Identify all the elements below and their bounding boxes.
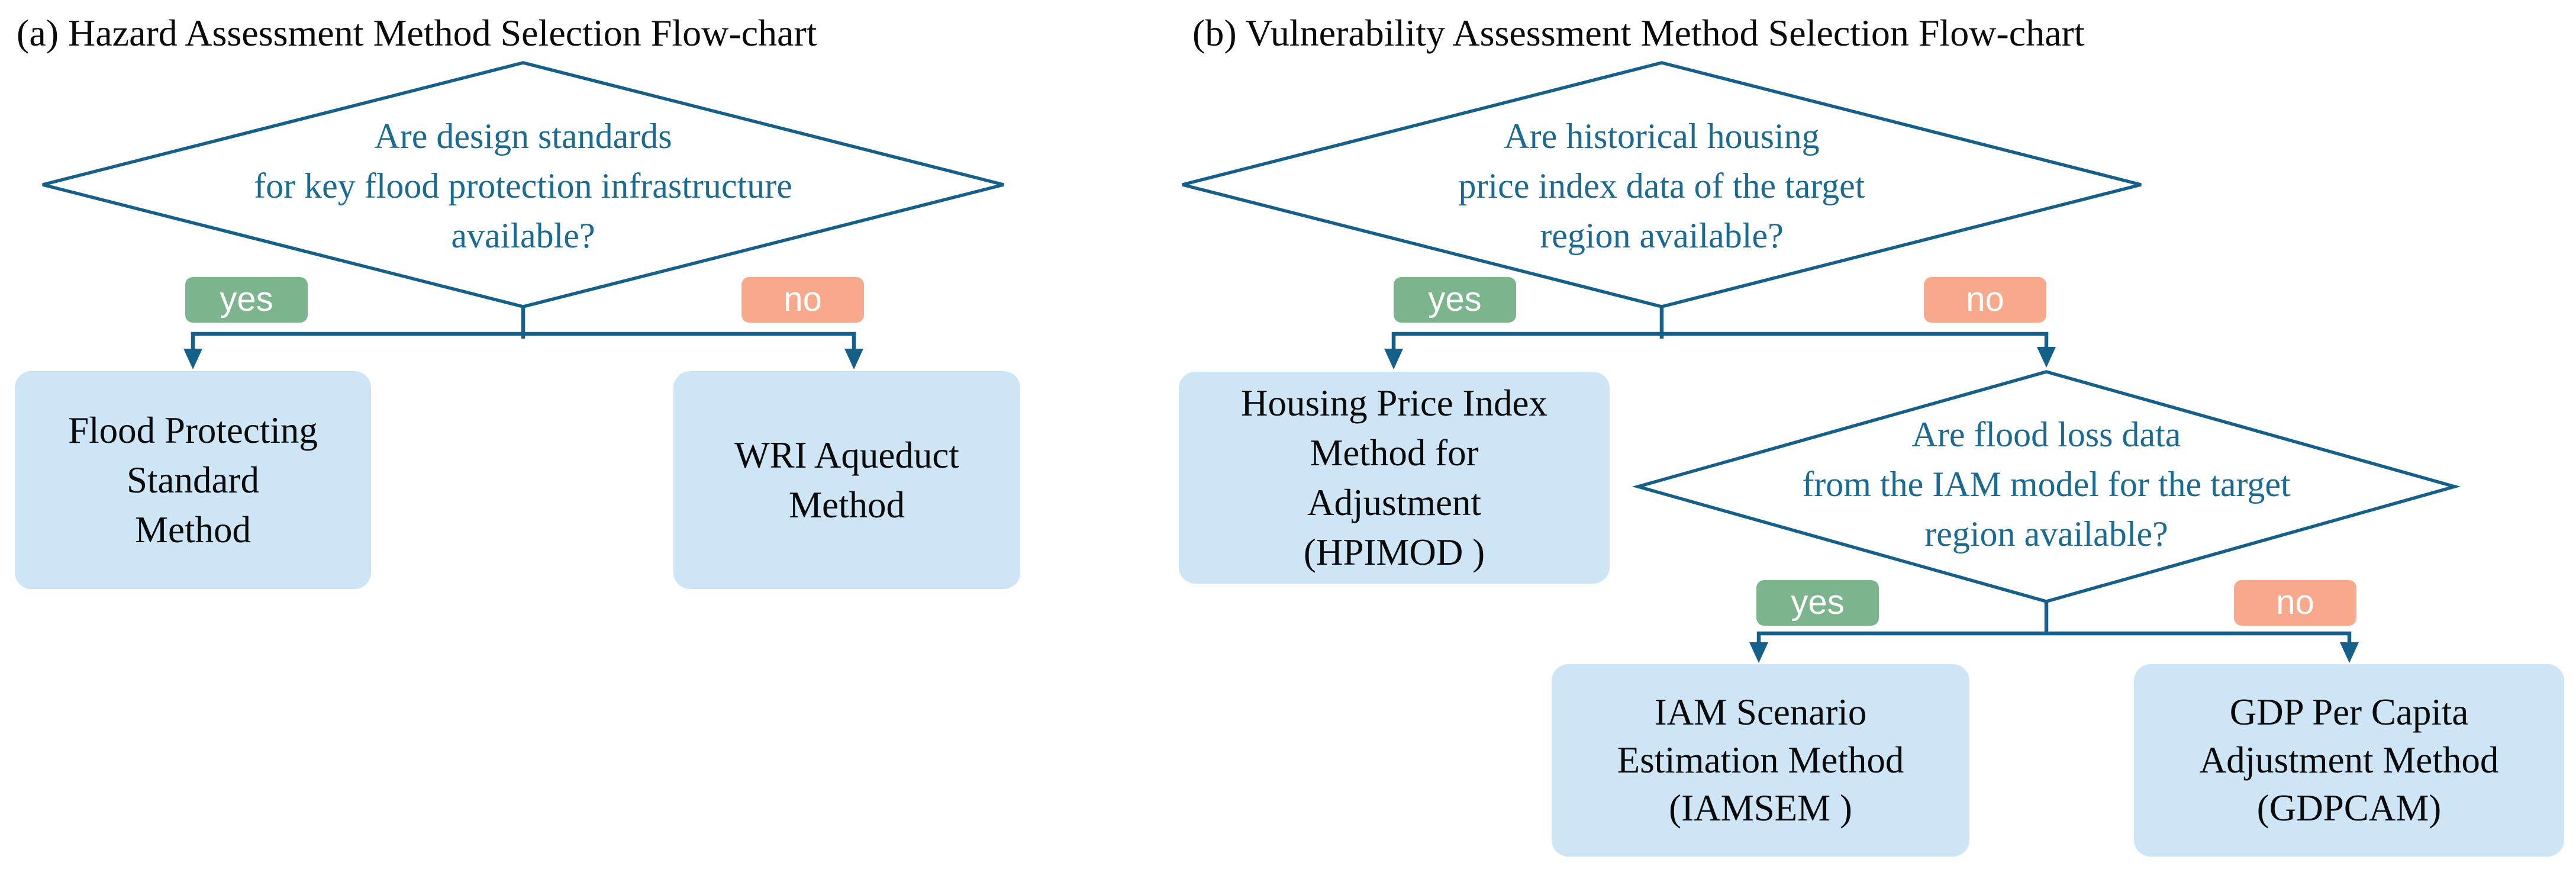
arrow-down-icon — [2037, 347, 2056, 368]
decision-b2-line: region available? — [1924, 514, 2168, 553]
no-badge-b1: no — [1924, 277, 2046, 323]
connector-b2-branches — [1756, 631, 2352, 649]
result-box-line: (HPIMOD ) — [1303, 532, 1485, 573]
result-box-gdpcam: GDP Per Capita Adjustment Method (GDPCAM… — [2134, 664, 2564, 857]
result-box-line: Adjustment Method — [2199, 739, 2499, 781]
decision-b1-line: Are historical housing — [1504, 117, 1820, 156]
result-box-line: Adjustment — [1307, 482, 1481, 523]
panel-b-title: (b) Vulnerability Assessment Method Sele… — [1192, 12, 2085, 54]
arrow-down-icon — [844, 349, 863, 369]
result-box-line: GDP Per Capita — [2229, 691, 2469, 733]
yes-badge-b1: yes — [1394, 277, 1516, 323]
decision-b1-line: price index data of the target — [1458, 166, 1865, 205]
arrow-down-icon — [2340, 642, 2359, 663]
decision-a-line: available? — [451, 216, 595, 255]
decision-b1-question: Are historical housing price index data … — [1247, 111, 2076, 260]
result-box-line: Estimation Method — [1617, 739, 1904, 781]
result-box-line: WRI Aqueduct — [734, 434, 959, 476]
decision-b2-line: Are flood loss data — [1911, 415, 2181, 454]
arrow-down-icon — [1749, 642, 1768, 663]
result-box-line: (GDPCAM) — [2256, 787, 2442, 829]
yes-badge-a: yes — [185, 277, 308, 323]
decision-a-line: for key flood protection infrastructure — [254, 166, 792, 205]
result-box-line: Housing Price Index — [1241, 382, 1547, 424]
result-box-line: Flood Protecting — [68, 410, 318, 451]
decision-b2-line: from the IAM model for the target — [1802, 465, 2291, 504]
decision-b1-line: region available? — [1540, 216, 1784, 255]
panel-a-title: (a) Hazard Assessment Method Selection F… — [17, 12, 817, 54]
result-box-flood-protecting-standard-method: Flood Protecting Standard Method — [15, 371, 371, 589]
result-box-line: Method — [135, 509, 251, 551]
no-badge-a: no — [741, 277, 864, 323]
result-box-line: IAM Scenario — [1654, 691, 1867, 733]
result-box-iamsem: IAM Scenario Estimation Method (IAMSEM ) — [1552, 664, 1969, 857]
decision-b2-question: Are flood loss data from the IAM model f… — [1632, 410, 2461, 559]
arrow-down-icon — [183, 349, 202, 369]
decision-a-question: Are design standards for key flood prote… — [109, 111, 937, 260]
decision-a-line: Are design standards — [374, 117, 672, 156]
yes-badge-b2: yes — [1756, 580, 1879, 626]
result-box-hpimod: Housing Price Index Method for Adjustmen… — [1179, 372, 1610, 584]
result-box-wri-aqueduct-method: WRI Aqueduct Method — [673, 371, 1020, 589]
no-badge-b2: no — [2234, 580, 2356, 626]
result-box-line: Method — [789, 484, 905, 526]
result-box-line: (IAMSEM ) — [1669, 787, 1852, 829]
connector-a-branches — [191, 331, 856, 355]
result-box-line: Method for — [1310, 432, 1479, 474]
arrow-down-icon — [1384, 349, 1403, 369]
result-box-line: Standard — [127, 459, 259, 501]
connector-b1-branches — [1391, 331, 2049, 355]
